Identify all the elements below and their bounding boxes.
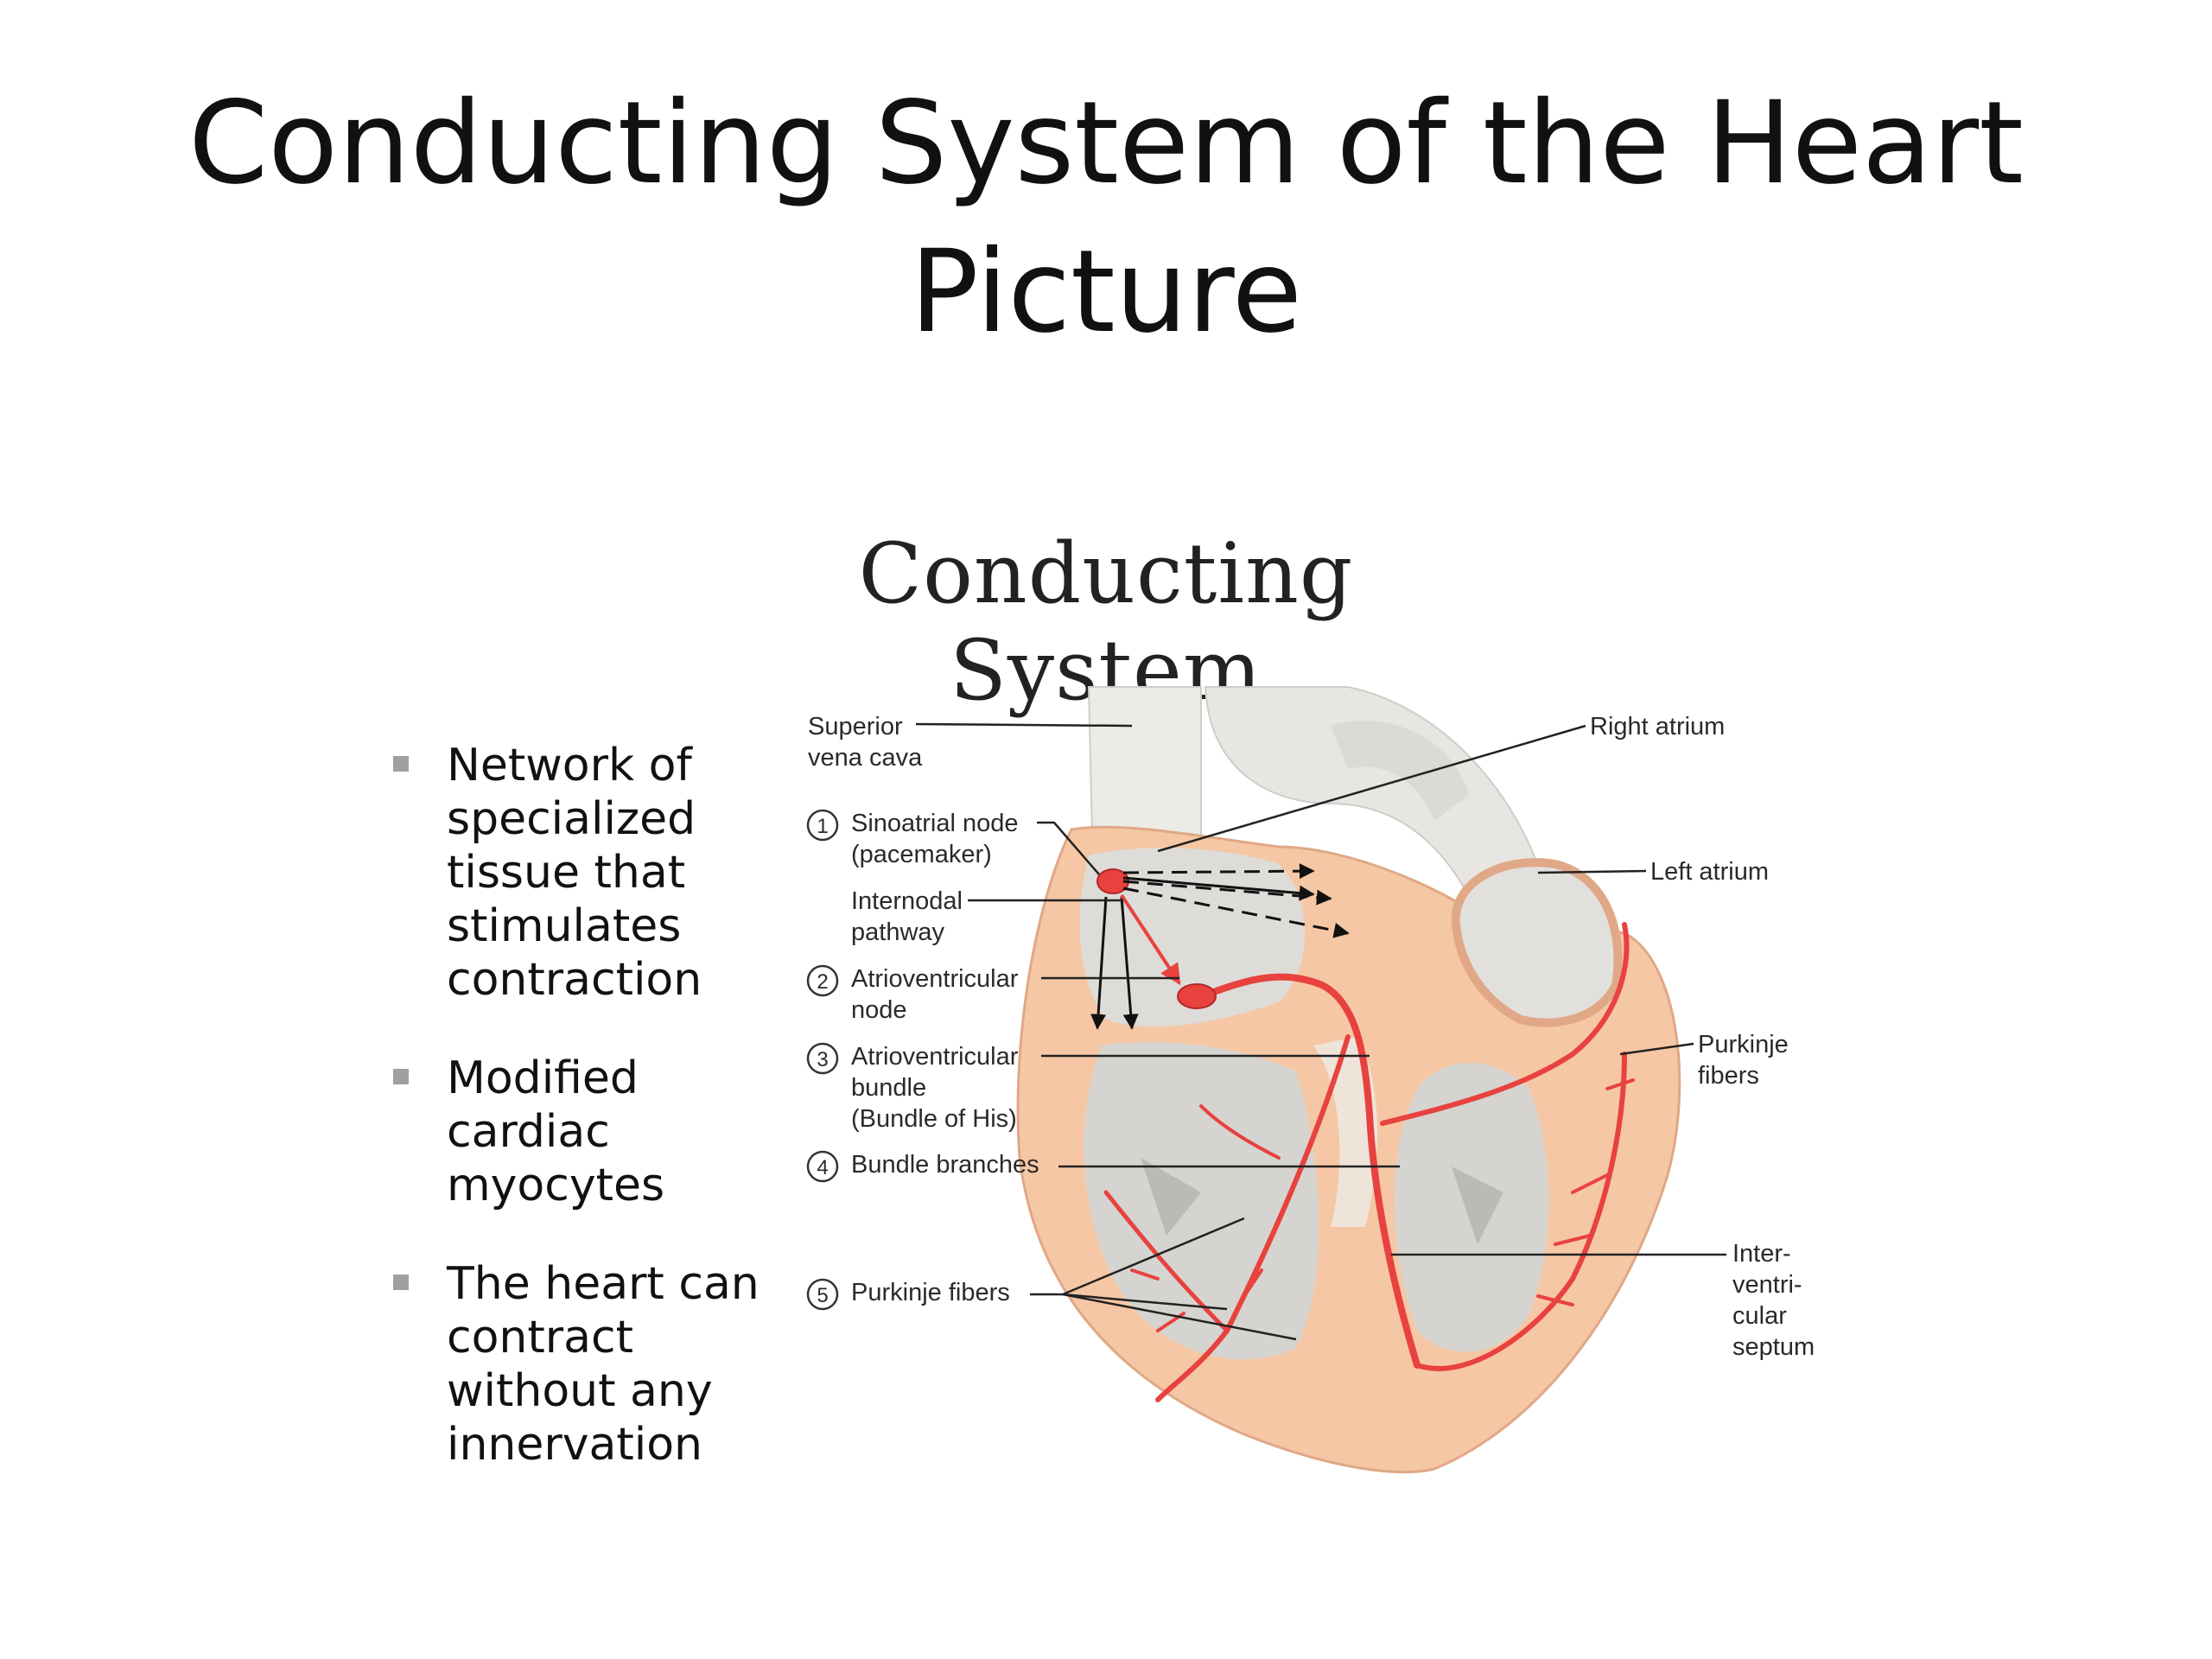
label-ventri: ventri- (1732, 1271, 1802, 1299)
label-septum: septum (1732, 1333, 1815, 1361)
label-pacemaker: (pacemaker) (851, 841, 992, 868)
label-fibers: fibers (1698, 1062, 1759, 1090)
bullet-square-icon (393, 756, 409, 772)
bullet-item: Network of specialized tissue that stimu… (393, 739, 791, 1007)
label-right-atrium: Right atrium (1590, 713, 1725, 741)
internodal-arrows (1090, 863, 1350, 1030)
label-superior-vena-cava: Superior (808, 713, 903, 741)
label-purkinje-fibers-right: Purkinje (1698, 1031, 1789, 1058)
label-atrioventricular-bundle: Atrioventricular (851, 1043, 1019, 1071)
label-cular: cular (1732, 1302, 1787, 1330)
heart-conducting-system-diagram: Superior vena cava 1 Sinoatrial node (pa… (806, 686, 1815, 1474)
label-node: node (851, 996, 907, 1024)
number-3: 3 (817, 1048, 828, 1071)
right-labels: Right atrium Left atrium Purkinje fibers… (1157, 713, 1815, 1361)
bullet-square-icon (393, 1274, 409, 1290)
number-5: 5 (817, 1284, 828, 1307)
label-bundle-of-his: (Bundle of His) (851, 1105, 1017, 1133)
label-bundle-branches: Bundle branches (851, 1151, 1039, 1179)
bullet-item: Modified cardiac myocytes (393, 1052, 791, 1212)
bullet-square-icon (393, 1069, 409, 1084)
bullet-text: Network of specialized tissue that stimu… (447, 740, 702, 1006)
label-bundle: bundle (851, 1074, 926, 1102)
nodes (1096, 868, 1217, 1009)
bullet-list: Network of specialized tissue that stimu… (393, 739, 791, 1516)
label-sinoatrial-node: Sinoatrial node (851, 810, 1018, 837)
label-superior-vena-cava-2: vena cava (808, 744, 923, 772)
slide-title: Conducting System of the Heart Picture (188, 77, 2024, 359)
great-vessels (1087, 686, 1557, 934)
label-left-atrium: Left atrium (1650, 858, 1769, 886)
number-1: 1 (817, 815, 828, 838)
bullet-text: The heart can contract without any inner… (447, 1258, 760, 1471)
label-atrioventricular-node: Atrioventricular (851, 965, 1019, 993)
label-purkinje-fibers: Purkinje fibers (851, 1279, 1010, 1306)
bullet-text: Modified cardiac myocytes (447, 1052, 665, 1211)
bullet-item: The heart can contract without any inner… (393, 1257, 791, 1471)
label-inter: Inter- (1732, 1240, 1791, 1268)
number-4: 4 (817, 1156, 828, 1179)
diagram-subtitle: Conducting System (858, 525, 1354, 719)
label-internodal: Internodal (851, 887, 963, 915)
heart-chambers (1079, 848, 1623, 1360)
left-labels: Superior vena cava 1 Sinoatrial node (pa… (806, 713, 1400, 1341)
number-2: 2 (817, 970, 828, 994)
conduction-pathway (1103, 922, 1635, 1402)
label-pathway: pathway (851, 918, 945, 946)
